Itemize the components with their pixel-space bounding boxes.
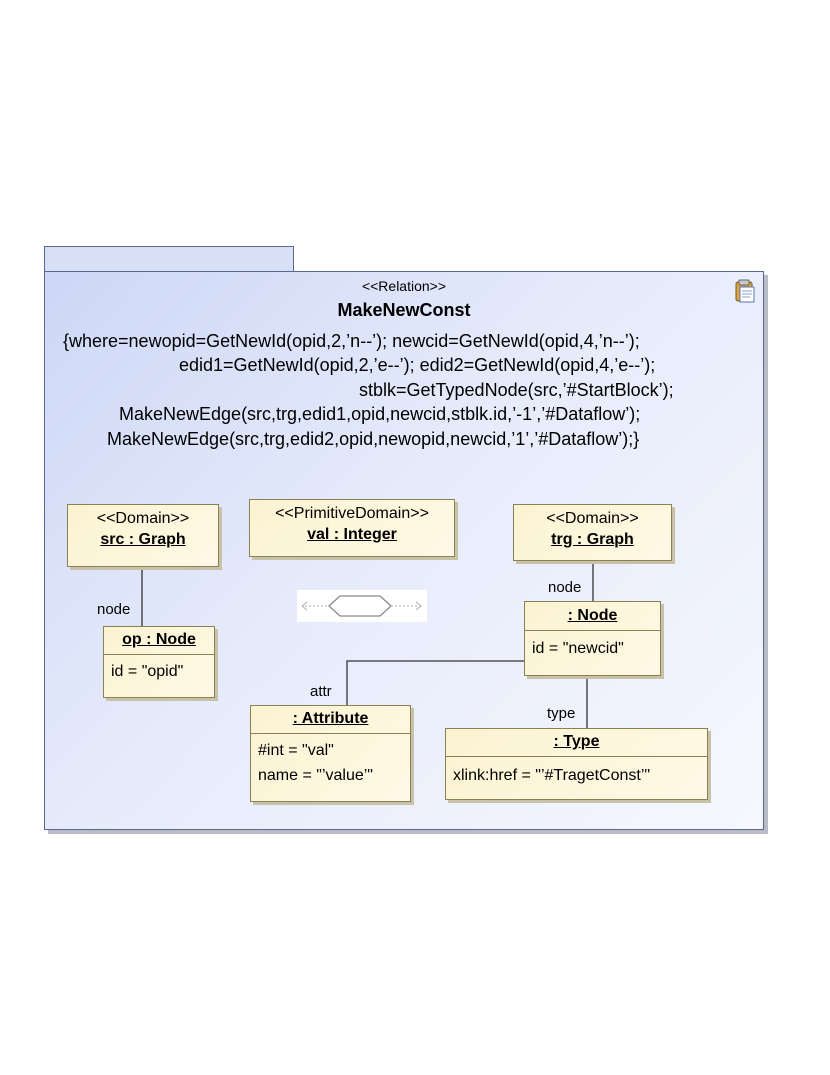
where-line-4: MakeNewEdge(src,trg,edid1,opid,newcid,st… bbox=[119, 404, 641, 424]
src-domain-name: src : Graph bbox=[100, 531, 186, 548]
package-tab bbox=[44, 246, 294, 271]
where-line-3: stblk=GetTypedNode(src,’#StartBlock’); bbox=[359, 380, 674, 400]
link-label-attr: attr bbox=[310, 683, 332, 700]
where-line-1: {where=newopid=GetNewId(opid,2,’n--’); n… bbox=[63, 331, 640, 351]
relation-hexagon-icon[interactable] bbox=[297, 590, 427, 622]
op-node-object[interactable]: op : Node id = "opid" bbox=[103, 626, 215, 698]
op-node-attr-id: id = "opid" bbox=[111, 663, 184, 680]
trg-domain-stereotype: <<Domain>> bbox=[546, 510, 639, 527]
new-node-name: : Node bbox=[567, 607, 618, 624]
attribute-divider bbox=[251, 733, 410, 734]
attribute-object[interactable]: : Attribute #int = "val" name = "’value’… bbox=[250, 705, 411, 802]
link-label-trg-node: node bbox=[548, 579, 582, 596]
link-label-type: type bbox=[547, 705, 576, 722]
trg-domain-name: trg : Graph bbox=[551, 531, 634, 548]
type-name: : Type bbox=[553, 733, 600, 750]
type-object[interactable]: : Type xlink:href = "’#TragetConst’" bbox=[445, 728, 708, 800]
new-node-divider bbox=[525, 630, 660, 631]
clipboard-icon[interactable] bbox=[734, 279, 756, 303]
val-primitive-domain[interactable]: <<PrimitiveDomain>> val : Integer bbox=[249, 499, 455, 557]
val-domain-name: val : Integer bbox=[307, 526, 397, 543]
type-attr-href: xlink:href = "’#TragetConst’" bbox=[453, 767, 651, 784]
where-line-5: MakeNewEdge(src,trg,edid2,opid,newopid,n… bbox=[107, 429, 640, 449]
attribute-name: : Attribute bbox=[292, 710, 369, 727]
relation-name[interactable]: MakeNewConst bbox=[337, 300, 471, 320]
op-node-divider bbox=[104, 654, 214, 655]
attribute-attr-name: name = "’value’" bbox=[258, 767, 373, 784]
attribute-attr-int: #int = "val" bbox=[258, 742, 334, 759]
link-label-src-node: node bbox=[97, 601, 131, 618]
val-domain-stereotype: <<PrimitiveDomain>> bbox=[275, 505, 429, 522]
new-node-object[interactable]: : Node id = "newcid" bbox=[524, 601, 661, 676]
relation-stereotype: <<Relation>> bbox=[361, 278, 447, 294]
where-line-2: edid1=GetNewId(opid,2,’e--’); edid2=GetN… bbox=[179, 355, 656, 375]
op-node-name: op : Node bbox=[122, 631, 196, 648]
src-domain-stereotype: <<Domain>> bbox=[96, 510, 190, 527]
src-domain[interactable]: <<Domain>> src : Graph bbox=[67, 504, 219, 567]
type-divider bbox=[446, 756, 707, 757]
new-node-attr-id: id = "newcid" bbox=[532, 640, 624, 657]
trg-domain[interactable]: <<Domain>> trg : Graph bbox=[513, 504, 672, 561]
